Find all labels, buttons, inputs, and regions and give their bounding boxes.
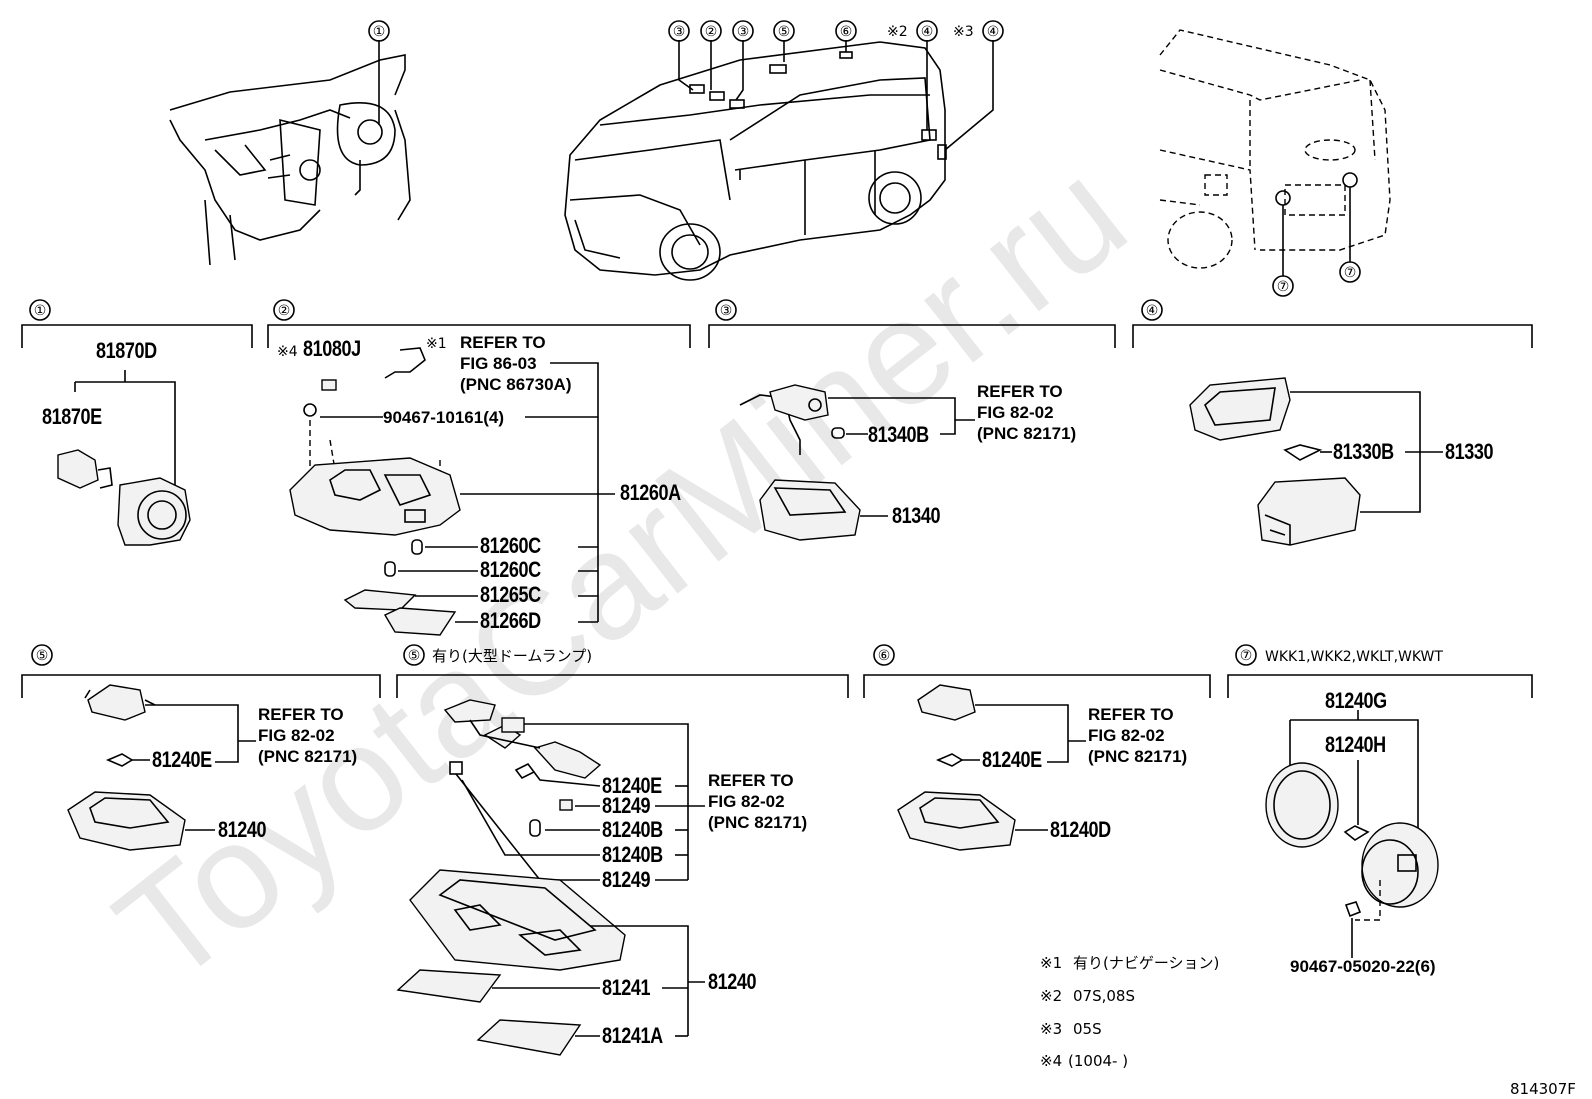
footnote-2-mark: ※2 [1040,987,1062,1005]
refer-line-2: FIG 82-02 [1088,726,1165,745]
part-81240: 81240 [218,818,266,842]
part-81240D: 81240D [1050,818,1111,842]
refer-line-3: (PNC 82171) [258,747,357,766]
part-81260A: 81260A [620,481,681,505]
refer-line-1: REFER TO [258,705,344,724]
callout-6: ⑥ [840,24,853,40]
footnote-4-text: (1004- ) [1068,1052,1128,1070]
section-number: ⑦ [1240,648,1253,664]
dashboard-illustration: ① [169,20,411,266]
part-81330: 81330 [1445,440,1493,464]
section-1: ① 81870D 81870E [21,299,253,546]
part-81266D: 81266D [480,609,541,633]
callout-7: ⑦ [1344,265,1357,281]
refer-line-1: REFER TO [977,382,1063,401]
part-81249: 81249 [602,868,650,892]
callout-3: ③ [737,24,750,40]
refer-line-1: REFER TO [1088,705,1174,724]
note-mark-3: ※3 [953,24,974,40]
footnote-3-mark: ※3 [1040,1020,1062,1038]
refer-line-1: REFER TO [460,333,546,352]
part-81340B: 81340B [868,423,929,447]
rear-illustration: ⑦ ⑦ [1159,29,1391,297]
section-6: ⑥ REFER TO FIG 82-02 (PNC 82171) 81240E … [863,644,1211,851]
footnote-3-text: 05S [1073,1020,1102,1038]
section-5-large-dome: ⑤ 有り(大型ドームランプ) 81240E 81249 81240B 81240… [396,644,849,1056]
note-mark-1: ※1 [426,336,447,352]
callout-3: ③ [673,24,686,40]
footnote-4-mark: ※4 [1040,1052,1062,1070]
note-mark-4: ※4 [277,344,298,360]
part-81260C: 81260C [480,558,541,582]
part-81240H: 81240H [1325,733,1386,757]
section-number: ② [278,303,291,319]
diagram-code: 814307F [1510,1080,1576,1098]
part-81240E: 81240E [602,774,662,798]
note-mark-2: ※2 [887,24,908,40]
refer-line-2: FIG 82-02 [708,792,785,811]
section-4: ④ 81330B 81330 [1132,299,1533,546]
section-number: ⑤ [408,648,421,664]
refer-line-2: FIG 82-02 [977,403,1054,422]
part-81241: 81241 [602,976,650,1000]
refer-line-3: (PNC 82171) [708,813,807,832]
part-81340: 81340 [892,504,940,528]
part-81249: 81249 [602,794,650,818]
footnote-2-text: 07S,08S [1073,987,1135,1005]
refer-line-3: (PNC 86730A) [460,375,572,394]
footnote-1-mark: ※1 [1040,954,1062,972]
callout-5: ⑤ [778,24,791,40]
part-81240E: 81240E [152,748,212,772]
part-81240E: 81240E [982,748,1042,772]
callout-2: ② [705,24,718,40]
part-81240G: 81240G [1325,689,1387,713]
part-81265C: 81265C [480,583,541,607]
section-title: WKK1,WKK2,WKLT,WKWT [1265,649,1443,665]
section-number: ③ [720,303,733,319]
part-81080J: 81080J [303,337,361,361]
part-81241A: 81241A [602,1024,663,1048]
refer-line-3: (PNC 82171) [1088,747,1187,766]
part-81260C: 81260C [480,534,541,558]
part-90467-05020-22: 90467-05020-22(6) [1290,957,1436,976]
part-81240B: 81240B [602,818,663,842]
van-illustration: ③ ② ③ ⑤ ⑥ ※2 ④ ※3 ④ [564,20,1004,281]
part-90467-10161: 90467-10161(4) [383,408,504,427]
refer-line-2: FIG 86-03 [460,354,537,373]
footnote-1-text: 有り(ナビゲーション) [1073,954,1219,972]
part-81240: 81240 [708,970,756,994]
part-81330B: 81330B [1333,440,1394,464]
section-number: ④ [1146,303,1159,319]
van-callouts: ③ ② ③ ⑤ ⑥ ※2 ④ ※3 ④ [668,20,1004,42]
part-81240B: 81240B [602,843,663,867]
section-7: ⑦ WKK1,WKK2,WKLT,WKWT 81240G 81240H 9046… [1227,644,1533,976]
section-5: ⑤ REFER TO FIG 82-02 (PNC 82171) 81240E … [21,644,381,851]
refer-line-3: (PNC 82171) [977,424,1076,443]
part-81870D: 81870D [96,339,157,363]
callout-7: ⑦ [1277,279,1290,295]
footnotes: ※1 有り(ナビゲーション) ※2 07S,08S ※3 05S ※4 (100… [1040,954,1219,1070]
section-number: ⑥ [878,648,891,664]
refer-line-2: FIG 82-02 [258,726,335,745]
callout-4: ④ [921,24,934,40]
section-title: 有り(大型ドームランプ) [432,647,592,665]
section-3: ③ 81340B REFER TO FIG 82-02 (PNC 82171) … [708,299,1116,541]
part-81870E: 81870E [42,405,102,429]
section-2: ② ※4 81080J ※1 REFER TO FIG 86-03 (PNC 8… [267,299,691,636]
section-number: ⑤ [36,648,49,664]
callout-interior: ① [373,24,386,40]
refer-line-1: REFER TO [708,771,794,790]
callout-4: ④ [987,24,1000,40]
section-number: ① [34,303,47,319]
